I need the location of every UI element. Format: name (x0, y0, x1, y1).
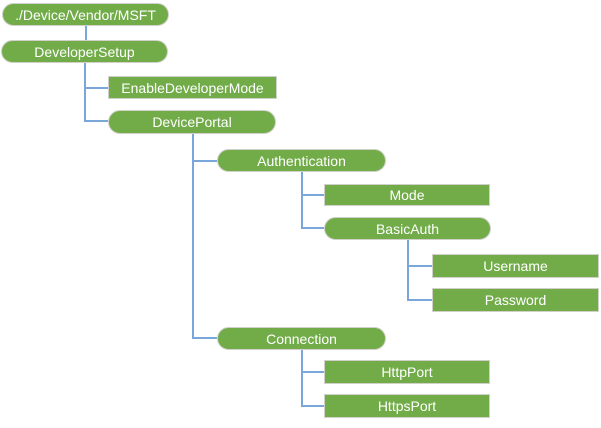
tree-node-enable-developer-mode: EnableDeveloperMode (108, 76, 277, 99)
connector-line (192, 337, 217, 339)
connector-line (85, 26, 87, 40)
connector-line (84, 87, 108, 89)
connector-line (301, 172, 303, 229)
tree-node-password: Password (432, 288, 599, 312)
connector-line (301, 405, 324, 407)
tree-node-mode: Mode (324, 184, 490, 206)
tree-node-msft-root: ./Device/Vendor/MSFT (2, 3, 169, 26)
tree-node-https-port: HttpsPort (324, 394, 490, 418)
tree-node-http-port: HttpPort (324, 360, 490, 384)
connector-line (192, 160, 217, 162)
tree-node-basic-auth: BasicAuth (324, 217, 491, 240)
tree-node-connection: Connection (217, 327, 386, 350)
connector-line (301, 371, 324, 373)
connector-line (407, 299, 432, 301)
connector-line (192, 134, 194, 339)
connector-line (301, 194, 324, 196)
tree-node-device-portal: DevicePortal (108, 110, 276, 134)
connector-line (407, 265, 432, 267)
connector-line (301, 350, 303, 407)
connector-line (407, 240, 409, 301)
connector-line (301, 227, 324, 229)
tree-node-developer-setup: DeveloperSetup (1, 40, 168, 63)
connector-line (84, 63, 86, 122)
tree-node-authentication: Authentication (217, 149, 386, 172)
connector-line (84, 120, 108, 122)
tree-node-username: Username (432, 254, 599, 278)
